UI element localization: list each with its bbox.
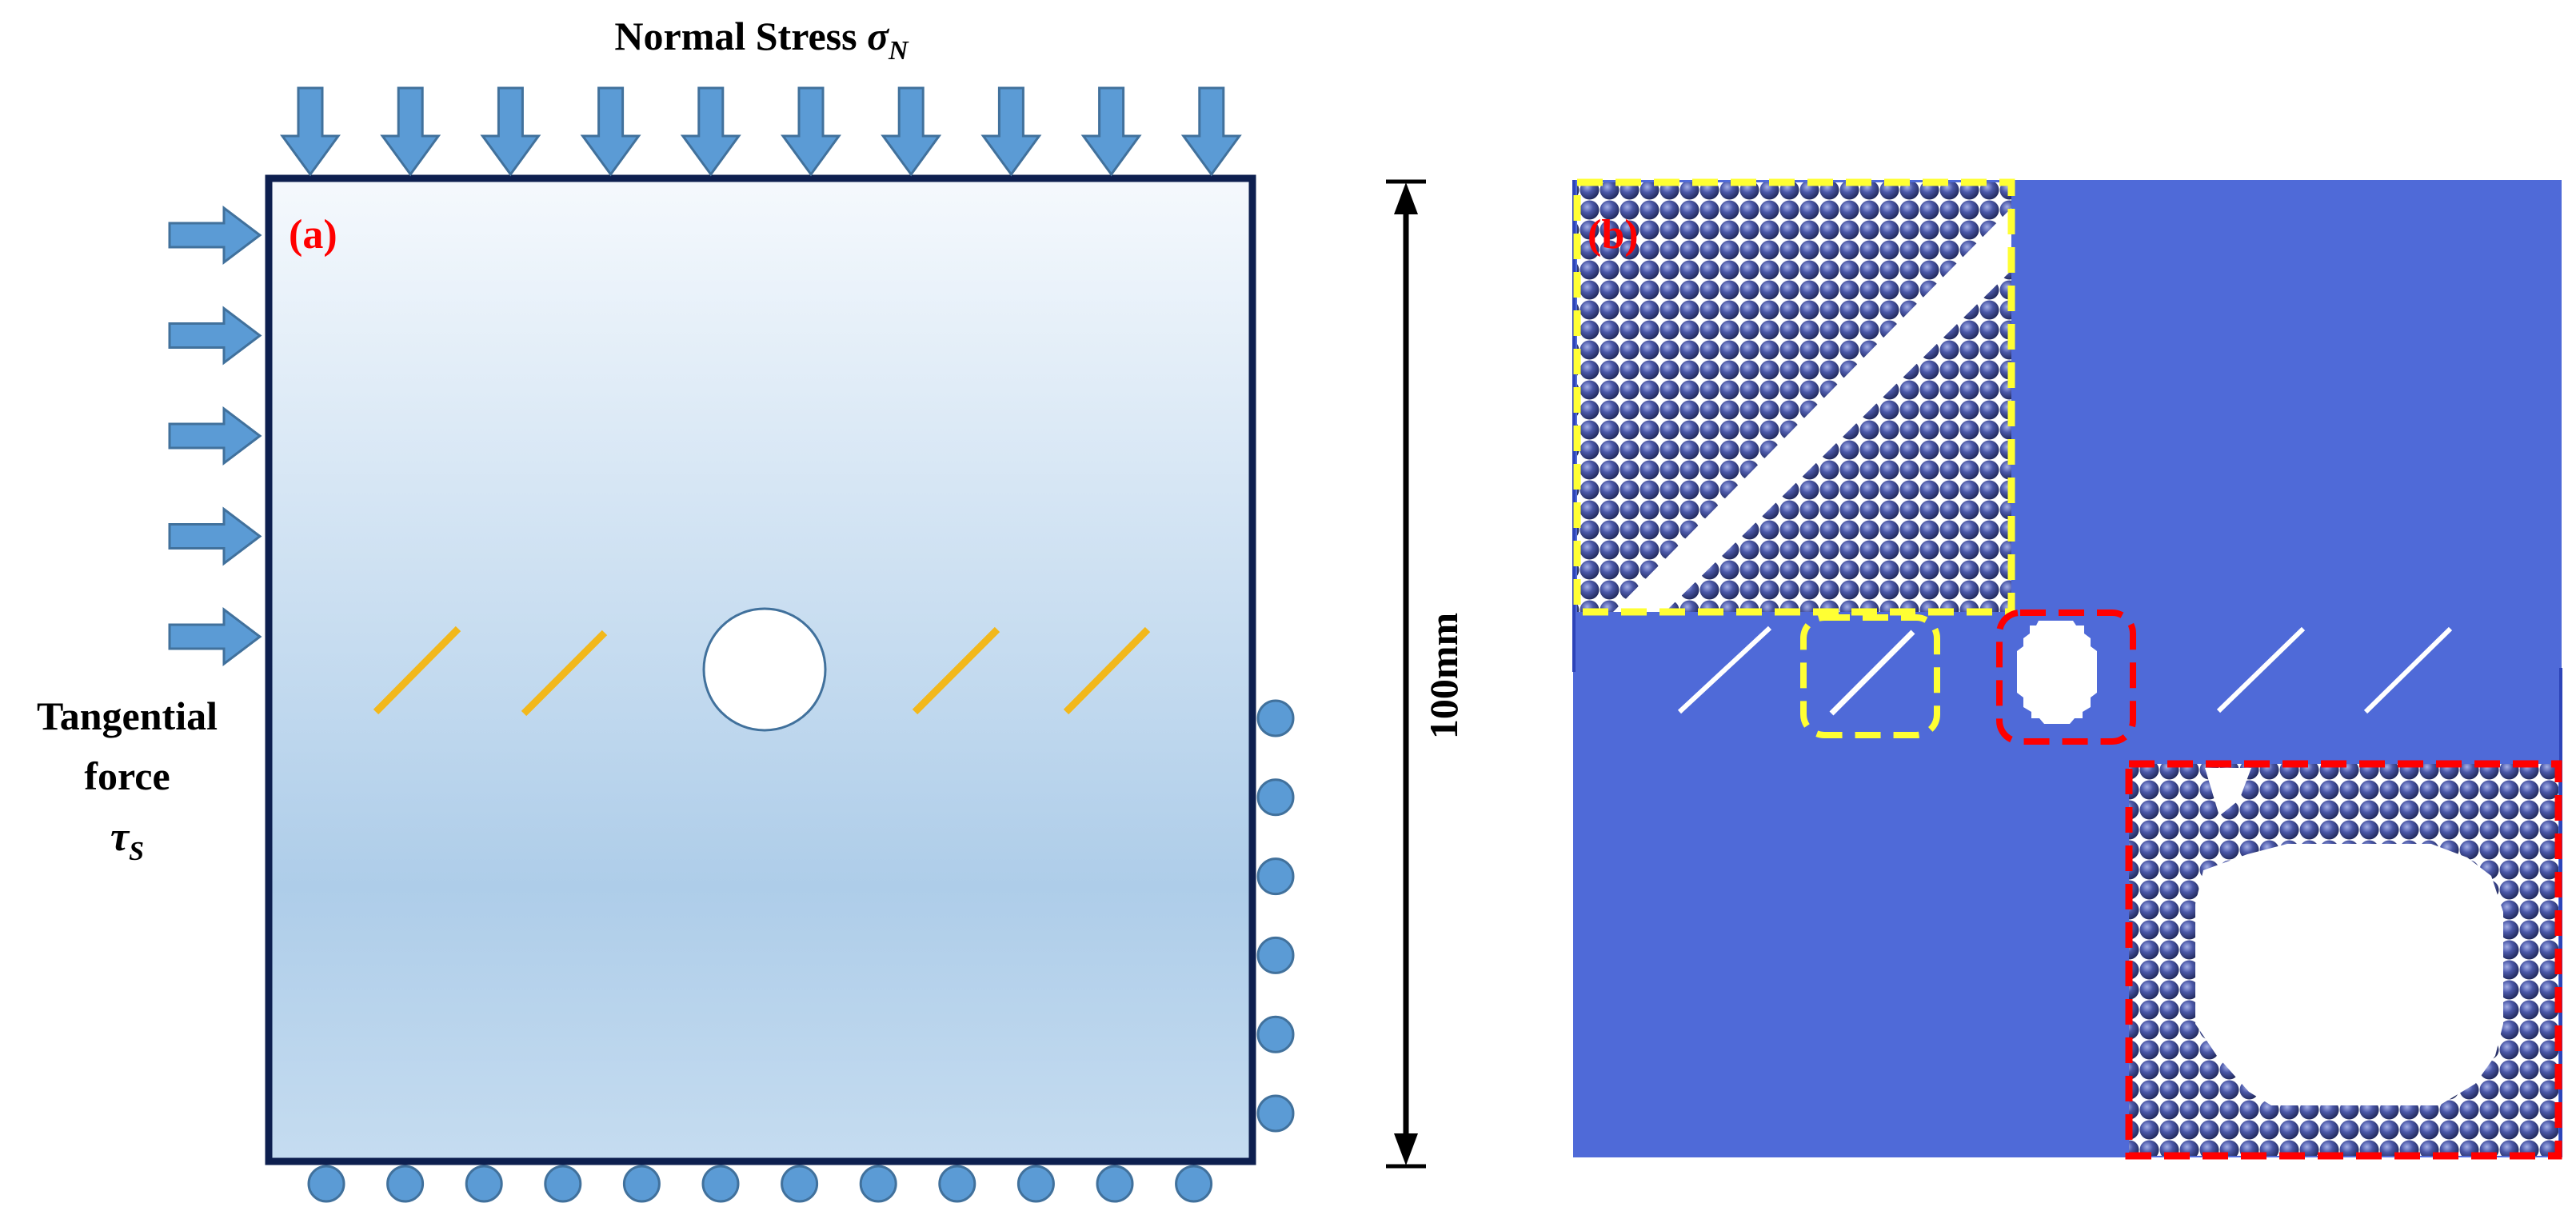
right-roller-4 (1256, 936, 1295, 974)
bottom-roller-3 (465, 1165, 503, 1203)
right-roller-6 (1256, 1094, 1295, 1133)
bottom-roller-6 (701, 1165, 740, 1203)
bottom-roller-4 (544, 1165, 582, 1203)
down-arrow-1 (280, 86, 341, 177)
normal-stress-label: Normal Stress σN (614, 14, 909, 66)
bottom-roller-5 (622, 1165, 661, 1203)
down-arrow-2 (380, 86, 441, 177)
down-arrow-3 (480, 86, 541, 177)
right-roller-2 (1256, 778, 1295, 817)
model-crack-4 (2363, 626, 2453, 714)
inset-hole-zoom (2129, 764, 2558, 1156)
crack-4 (1063, 626, 1151, 715)
down-arrow-5 (680, 86, 741, 177)
tangential-force-arrows (168, 205, 262, 667)
inset-crack-zoom (1577, 182, 2011, 612)
yellow-highlight-crack (1800, 614, 1940, 738)
bottom-roller-2 (386, 1165, 425, 1203)
bottom-roller-11 (1096, 1165, 1134, 1203)
red-highlight-inset (2125, 760, 2562, 1160)
bottom-roller-12 (1175, 1165, 1213, 1203)
right-roller-3 (1256, 857, 1295, 896)
tangential-label-line1: Tangential (37, 693, 218, 738)
down-arrow-9 (1080, 86, 1142, 177)
bottom-roller-7 (781, 1165, 819, 1203)
down-arrow-6 (781, 86, 841, 177)
inset-crack-gap (1613, 208, 2011, 612)
crack-2 (521, 629, 608, 717)
panel-b: (b) (1572, 178, 2562, 1160)
dimension-line: 100mm (1386, 179, 1466, 1169)
right-arrow-5 (168, 606, 262, 667)
right-roller-5 (1256, 1015, 1295, 1053)
bottom-roller-8 (859, 1165, 897, 1203)
bottom-roller-supports (307, 1165, 1213, 1203)
model-crack-3 (2216, 626, 2306, 713)
down-arrow-10 (1180, 86, 1242, 177)
down-arrow-7 (881, 86, 942, 177)
bottom-roller-1 (307, 1165, 345, 1203)
normal-stress-arrows (280, 86, 1242, 177)
model-hole (2017, 621, 2097, 724)
panel-a-label: (a) (289, 212, 337, 258)
red-highlight-hole (1996, 610, 2136, 745)
model-crack-1 (1677, 625, 1772, 714)
dimension-arrowhead-bottom (1394, 1133, 1418, 1165)
down-arrow-4 (580, 86, 641, 177)
crack-3 (912, 626, 1000, 715)
right-arrow-3 (168, 406, 262, 466)
dimension-arrowhead-top (1394, 182, 1418, 214)
down-arrow-8 (980, 86, 1042, 177)
right-arrow-1 (168, 205, 262, 266)
right-arrow-4 (168, 506, 262, 566)
inset-hole-notch (2205, 768, 2251, 816)
tangential-symbol: τS (110, 814, 144, 866)
right-roller-supports (1256, 699, 1295, 1133)
bottom-roller-9 (938, 1165, 976, 1203)
tangential-label-line2: force (84, 753, 170, 798)
right-arrow-2 (168, 306, 262, 366)
crack-1 (373, 625, 461, 715)
yellow-highlight-inset (1573, 178, 2015, 616)
model-crack-2 (1829, 629, 1915, 716)
right-roller-1 (1256, 699, 1295, 737)
bottom-roller-10 (1016, 1165, 1055, 1203)
panel-b-label: (b) (1588, 212, 1639, 258)
panel-a: (a) Normal Stress σN Tangential force τS (37, 14, 1295, 1203)
central-hole (702, 607, 827, 732)
dimension-label: 100mm (1421, 613, 1466, 739)
inset-hole-gap (2195, 844, 2503, 1105)
